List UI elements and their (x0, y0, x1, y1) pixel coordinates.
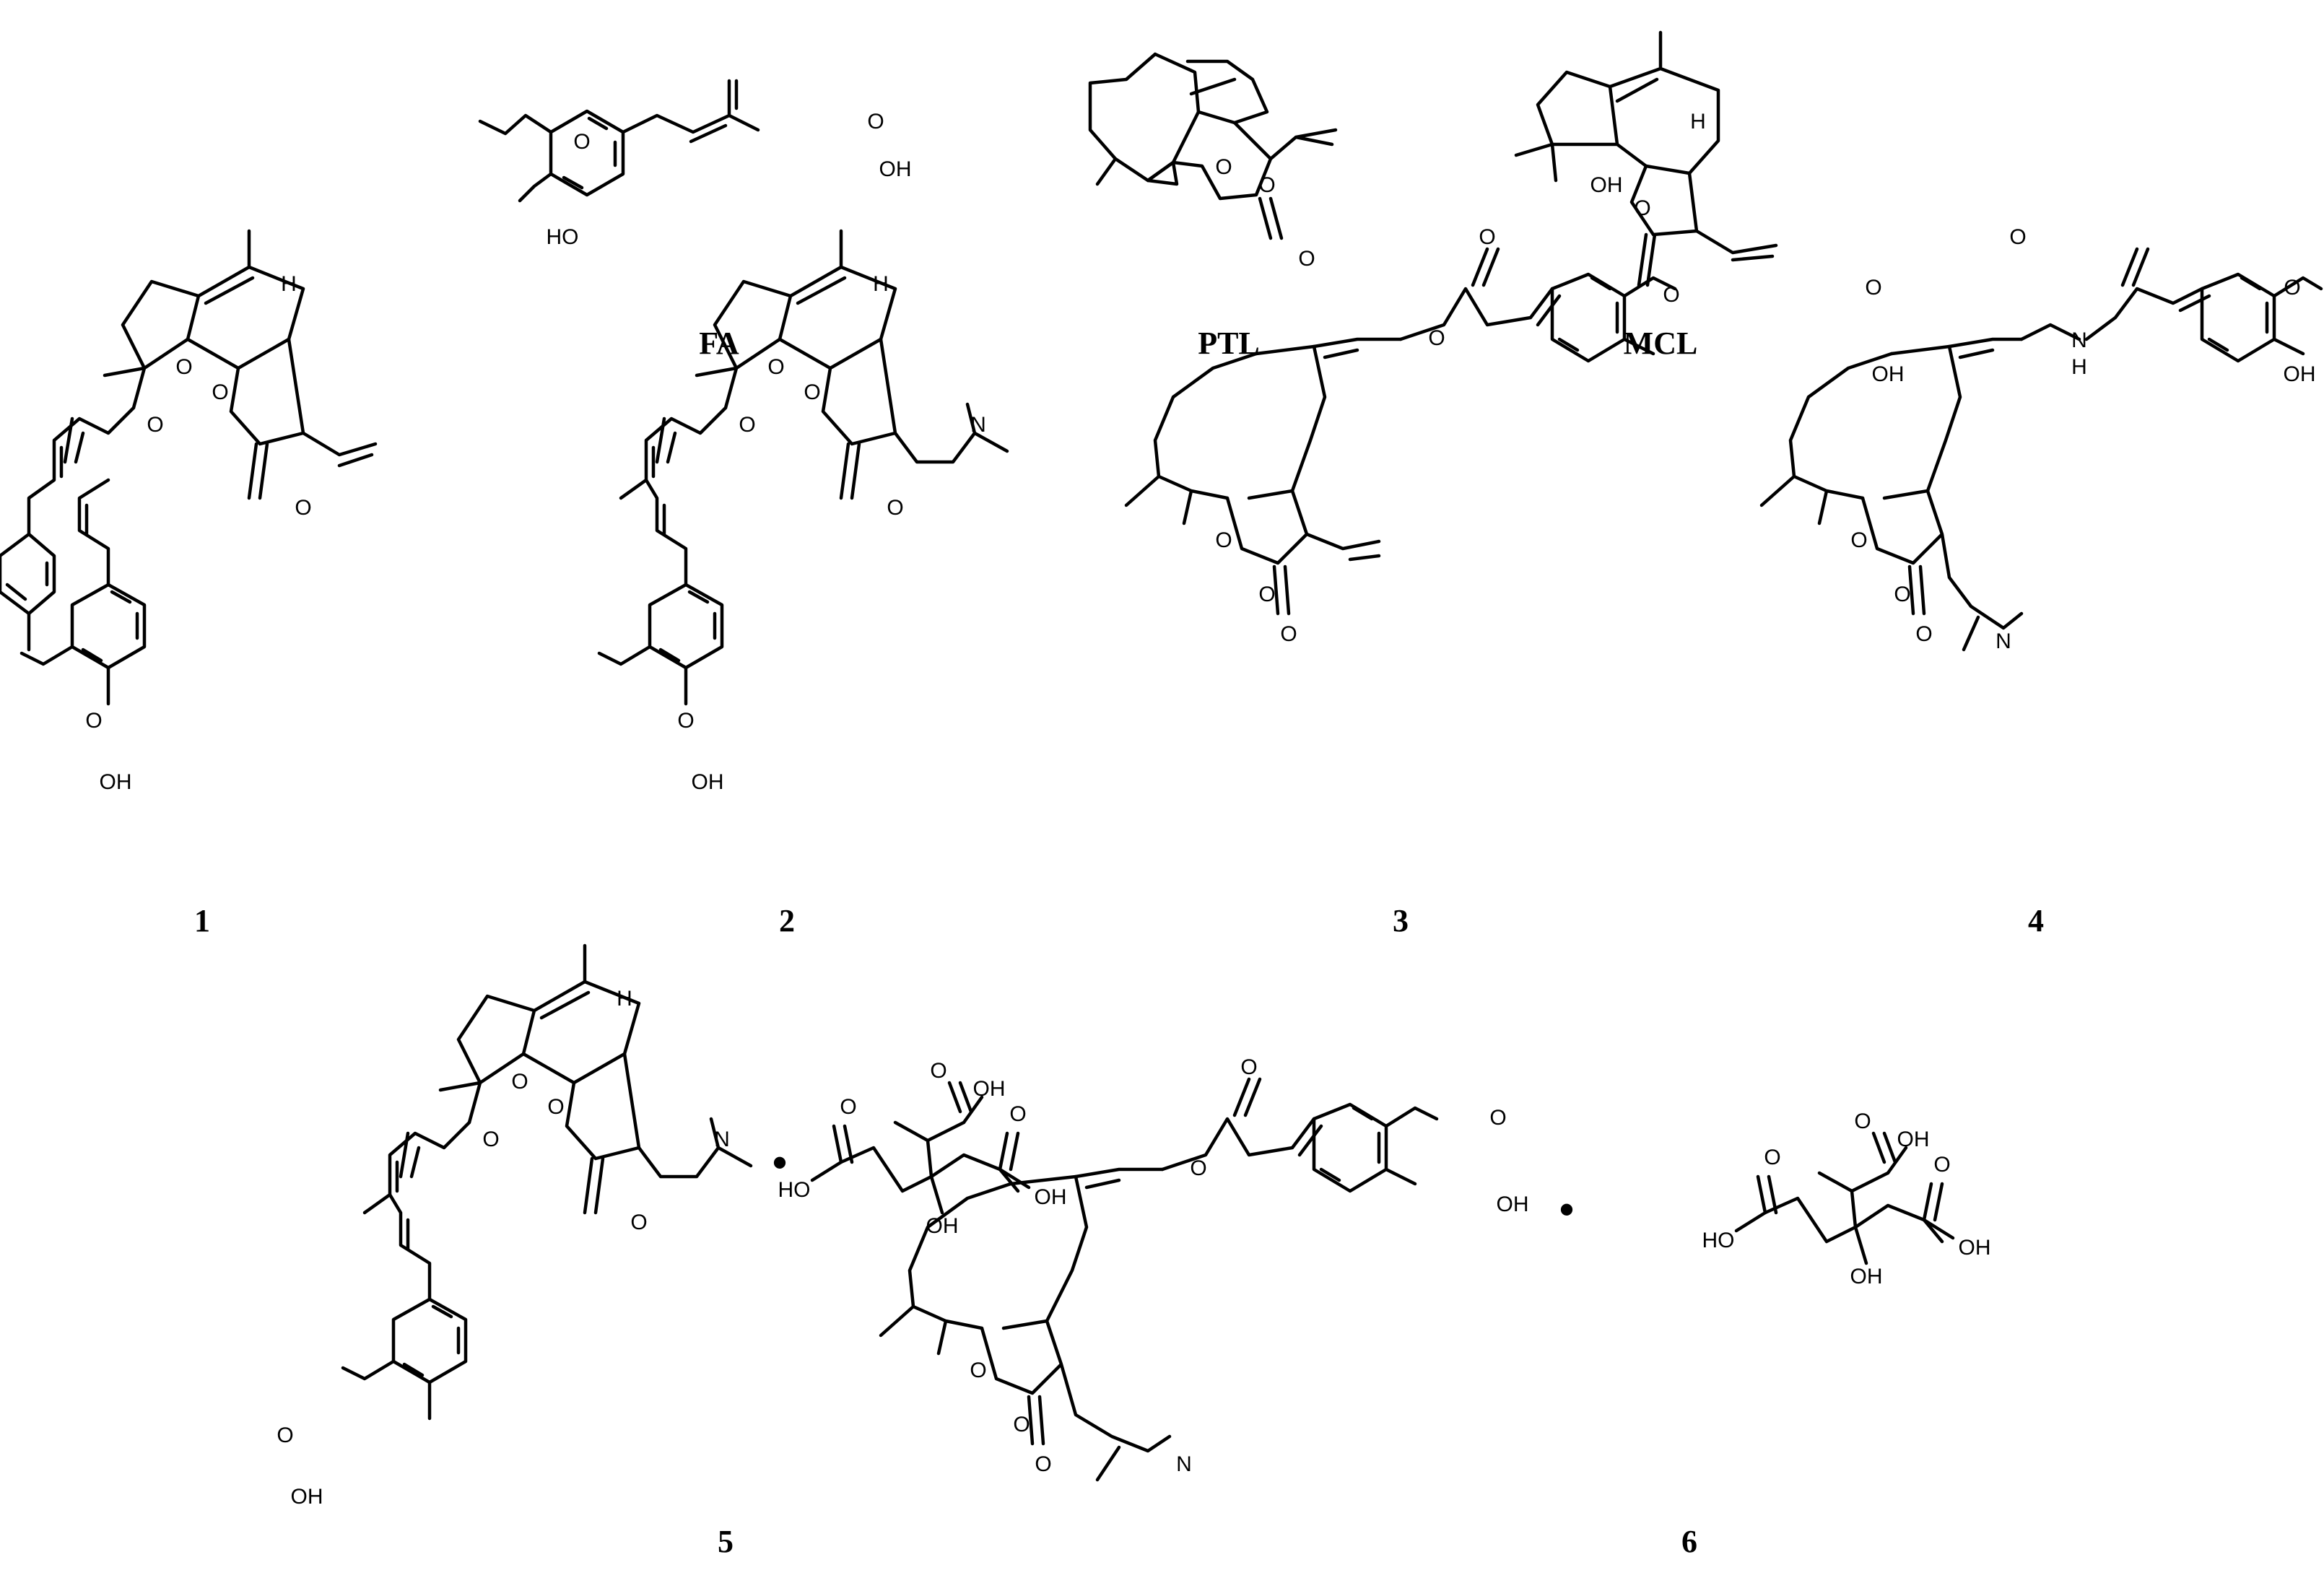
atom-label-oh: OH (100, 770, 132, 794)
atom-label-h: H (281, 272, 297, 296)
caption-compound-4: 4 (2028, 903, 2044, 938)
atom-label-oh: OH (1850, 1265, 1883, 1288)
atom-label-oh: OH (973, 1077, 1006, 1101)
atom-label-oh: OH (291, 1485, 323, 1509)
atom-label-o: O (1854, 1109, 1871, 1133)
atom-label-o: O (630, 1211, 647, 1234)
atom-label-ho: HO (778, 1178, 811, 1202)
atom-label-oh: OH (1959, 1236, 1991, 1260)
atom-label-o: O (85, 709, 102, 733)
molecule-3 (1124, 247, 1677, 616)
molecule-6 (879, 1077, 1439, 1482)
atom-label-ho: HO (547, 225, 579, 249)
atom-label-o: O (295, 496, 311, 520)
salt-dot: • (772, 1138, 787, 1187)
atom-label-ho: HO (1702, 1229, 1735, 1252)
caption-fa: FA (699, 326, 739, 361)
atom-label-oh: OH (692, 770, 724, 794)
atom-label-o: O (1258, 173, 1275, 197)
atom-label-o: O (2284, 276, 2300, 300)
atom-label-o: O (677, 709, 694, 733)
molecule-1-aryl (19, 478, 147, 706)
atom-label-o: O (1215, 155, 1232, 179)
salt-dot: • (1559, 1185, 1574, 1234)
atom-label-o: O (1764, 1146, 1780, 1169)
atom-label-o: O (930, 1059, 946, 1083)
atom-label-o: O (1850, 528, 1867, 552)
atom-label-o: O (1215, 528, 1232, 552)
atom-label-o: O (1634, 196, 1650, 220)
atom-label-o: O (1190, 1156, 1206, 1180)
atom-label-nh-h: H (2071, 355, 2087, 379)
atom-labels: O OH O HO O O O H OH O O H O O O O O OH … (85, 110, 2315, 1509)
atom-label-o: O (1489, 1106, 1506, 1130)
atom-label-oh: OH (1590, 173, 1623, 197)
atom-label-o: O (511, 1070, 528, 1094)
atom-label-o: O (1428, 326, 1445, 350)
atom-label-o: O (1894, 583, 1910, 606)
molecule-fa (478, 79, 760, 203)
atom-label-o: O (867, 110, 884, 134)
atom-label-h: H (617, 987, 632, 1011)
molecule-2 (597, 229, 1009, 706)
atom-label-n: N (970, 413, 986, 437)
atom-label-oh: OH (1872, 362, 1905, 386)
atom-label-oh: OH (1035, 1185, 1067, 1209)
caption-ptl: PTL (1198, 326, 1260, 361)
atom-label-o: O (739, 413, 755, 437)
molecule-ptl (1088, 52, 1338, 240)
atom-label-o: O (840, 1095, 856, 1119)
citrate-5 (810, 1081, 1031, 1215)
atom-label-o: O (1013, 1413, 1030, 1436)
atom-label-o: O (887, 496, 903, 520)
atom-label-o: O (767, 355, 784, 379)
atom-label-h: H (873, 272, 889, 296)
caption-compound-2: 2 (779, 903, 795, 938)
atom-label-o: O (2009, 225, 2026, 249)
caption-compound-3: 3 (1393, 903, 1409, 938)
caption-mcl: MCL (1624, 326, 1698, 361)
atom-label-o: O (482, 1128, 499, 1151)
molecule-mcl (1514, 30, 1778, 287)
atom-label-nh: N (2071, 328, 2087, 352)
caption-compound-5: 5 (718, 1524, 734, 1559)
atom-label-oh: OH (879, 157, 912, 181)
atom-label-o: O (1035, 1452, 1051, 1476)
atom-label-o: O (1663, 283, 1679, 307)
atom-label-o: O (1258, 583, 1275, 606)
atom-label-o: O (147, 413, 163, 437)
atom-label-oh: OH (1497, 1192, 1529, 1216)
citrate-6 (1734, 1131, 1955, 1265)
atom-label-o: O (804, 380, 820, 404)
molecule-5 (341, 943, 753, 1421)
compound-captions: FA PTL MCL 1 2 3 4 5 6 (194, 326, 2044, 1559)
atom-label-o: O (1915, 622, 1932, 646)
atom-label-o: O (175, 355, 192, 379)
atom-label-oh: OH (1897, 1128, 1930, 1151)
atom-label-o: O (970, 1359, 986, 1382)
atom-label-o: O (277, 1423, 293, 1447)
atom-label-o: O (1865, 276, 1881, 300)
atom-label-n: N (1996, 629, 2011, 653)
atom-label-o: O (212, 380, 228, 404)
atom-label-o: O (1479, 225, 1495, 249)
molecule-1 (0, 229, 378, 652)
atom-label-o: O (1009, 1102, 1026, 1126)
atom-label-n: N (714, 1128, 730, 1151)
atom-label-o: O (1298, 247, 1315, 271)
atom-label-o: O (547, 1095, 564, 1119)
atom-label-o: O (573, 130, 590, 154)
caption-compound-6: 6 (1681, 1524, 1697, 1559)
atom-label-oh: OH (926, 1214, 959, 1238)
atom-label-o: O (1240, 1055, 1257, 1079)
atom-label-oh: OH (2284, 362, 2316, 386)
atom-label-n: N (1176, 1452, 1192, 1476)
caption-compound-1: 1 (194, 903, 210, 938)
molecule-4 (1759, 247, 2323, 652)
atom-label-o: O (1280, 622, 1297, 646)
atom-label-o: O (1933, 1153, 1950, 1177)
atom-label-h: H (1690, 110, 1706, 134)
